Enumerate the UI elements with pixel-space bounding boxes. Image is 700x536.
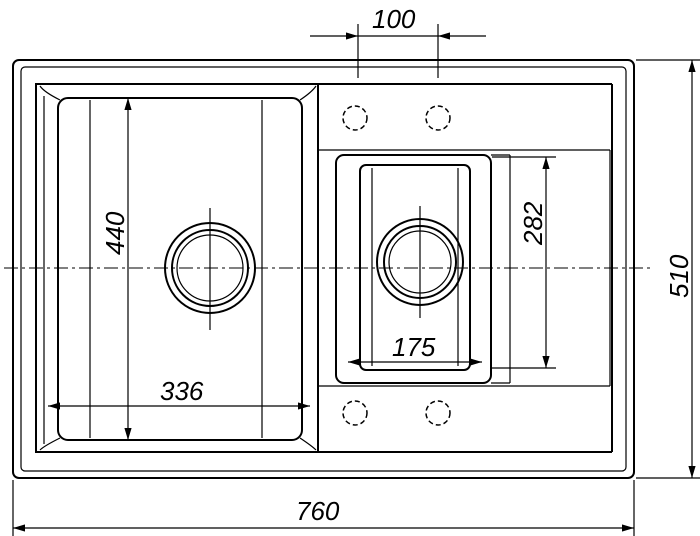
svg-text:175: 175: [392, 332, 436, 362]
dimension-282: 282: [492, 156, 556, 369]
dimension-100: 100: [310, 4, 486, 78]
svg-text:510: 510: [664, 254, 694, 298]
svg-text:336: 336: [160, 376, 204, 406]
sink-outline: [12, 59, 635, 479]
large-bowl-drain: [164, 208, 256, 330]
tap-hole-marker: [425, 400, 451, 426]
tap-hole-marker: [342, 400, 368, 426]
small-bowl: [335, 154, 511, 384]
svg-text:282: 282: [518, 201, 548, 246]
dimension-440: 440: [100, 98, 132, 440]
drainer-area: [318, 83, 613, 453]
tap-hole-marker: [425, 105, 451, 131]
sink-rim: [20, 66, 627, 472]
svg-text:440: 440: [100, 211, 130, 255]
tap-hole-marker: [342, 105, 368, 131]
svg-text:760: 760: [296, 496, 340, 526]
small-bowl-drain: [376, 206, 464, 318]
svg-text:100: 100: [372, 4, 416, 34]
dimension-510: 510: [636, 59, 700, 479]
dimension-336: 336: [48, 376, 310, 410]
dimension-175: 175: [348, 332, 482, 366]
dimension-760: 760: [12, 480, 635, 536]
